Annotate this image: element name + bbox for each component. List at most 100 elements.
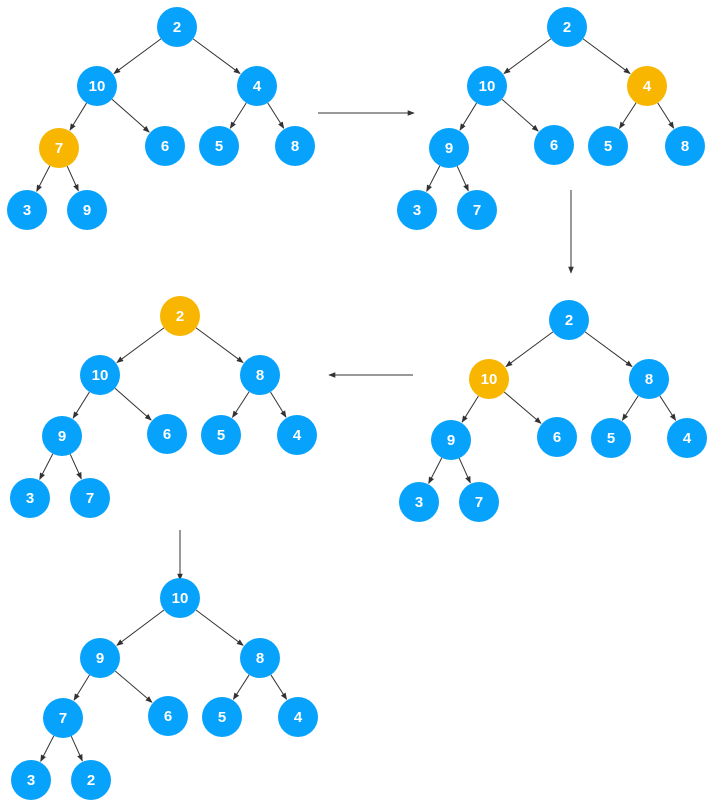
node-circle xyxy=(42,416,82,456)
tree-node: 4 xyxy=(277,415,317,455)
tree-node: 9 xyxy=(429,128,469,168)
tree-edge xyxy=(114,387,152,421)
node-circle xyxy=(275,126,315,166)
tree-edge xyxy=(232,674,250,700)
tree-node: 7 xyxy=(70,478,110,518)
tree-edge xyxy=(621,395,639,421)
tree-node: 2 xyxy=(71,760,111,800)
tree-edge xyxy=(40,735,55,762)
tree-node-highlighted: 7 xyxy=(39,128,79,168)
node-label: 5 xyxy=(607,430,615,447)
node-label: 9 xyxy=(447,432,455,449)
tree-node: 3 xyxy=(11,760,51,800)
node-label: 6 xyxy=(161,138,169,155)
node-circle xyxy=(240,355,280,395)
tree-node: 3 xyxy=(7,190,47,230)
node-label: 5 xyxy=(604,138,612,155)
node-circle xyxy=(11,760,51,800)
node-label: 9 xyxy=(83,202,91,219)
node-circle xyxy=(399,482,439,522)
node-label: 6 xyxy=(163,426,171,443)
tree-edge xyxy=(66,166,79,192)
node-label: 7 xyxy=(473,202,481,219)
node-label: 9 xyxy=(445,140,453,157)
tree-node: 10 xyxy=(160,578,200,618)
node-label: 10 xyxy=(481,371,498,388)
node-label: 10 xyxy=(172,590,189,607)
node-circle xyxy=(77,66,117,106)
node-label: 8 xyxy=(256,650,264,667)
tree-node-highlighted: 4 xyxy=(627,66,667,106)
tree-node: 5 xyxy=(202,697,242,737)
node-label: 3 xyxy=(26,490,34,507)
node-label: 7 xyxy=(55,140,63,157)
node-label: 4 xyxy=(294,709,303,726)
node-circle xyxy=(549,300,589,340)
tree-node: 5 xyxy=(588,126,628,166)
tree-edge xyxy=(270,391,287,418)
node-label: 10 xyxy=(92,367,109,384)
node-circle xyxy=(157,7,197,47)
tree-node: 9 xyxy=(80,638,120,678)
tree-node: 7 xyxy=(459,482,499,522)
node-circle xyxy=(147,414,187,454)
tree-node: 8 xyxy=(240,355,280,395)
node-circle xyxy=(160,296,200,336)
tree-edge xyxy=(232,391,250,418)
node-circle xyxy=(67,190,107,230)
tree-node: 2 xyxy=(549,300,589,340)
tree-edge xyxy=(582,38,631,74)
node-label: 2 xyxy=(176,308,184,325)
node-circle xyxy=(70,478,110,518)
node-label: 4 xyxy=(293,427,302,444)
tree-edge xyxy=(503,391,542,424)
tree-node: 7 xyxy=(457,190,497,230)
node-label: 8 xyxy=(291,138,299,155)
node-label: 4 xyxy=(643,78,652,95)
node-label: 3 xyxy=(415,494,423,511)
tree-edge xyxy=(456,166,469,192)
node-circle xyxy=(237,66,277,106)
node-circle xyxy=(277,415,317,455)
node-circle xyxy=(627,66,667,106)
node-label: 3 xyxy=(413,202,421,219)
node-circle xyxy=(145,126,185,166)
node-label: 6 xyxy=(550,137,558,154)
tree-edge xyxy=(36,165,51,192)
node-circle xyxy=(202,697,242,737)
node-label: 10 xyxy=(89,78,106,95)
tree-node: 5 xyxy=(201,415,241,455)
tree-node: 8 xyxy=(665,126,705,166)
node-circle xyxy=(80,638,120,678)
tree-edge xyxy=(116,327,165,363)
node-circle xyxy=(457,190,497,230)
node-label: 3 xyxy=(23,202,31,219)
tree-edge xyxy=(270,674,288,700)
node-circle xyxy=(10,478,50,518)
tree-edge xyxy=(229,102,247,129)
tree-node: 8 xyxy=(629,359,669,399)
tree-node-highlighted: 2 xyxy=(160,296,200,336)
tree-node: 3 xyxy=(397,190,437,230)
node-label: 7 xyxy=(59,710,67,727)
node-circle xyxy=(43,698,83,738)
node-label: 5 xyxy=(218,709,226,726)
node-circle xyxy=(199,126,239,166)
node-circle xyxy=(537,417,577,457)
node-circle xyxy=(201,415,241,455)
tree-edge xyxy=(428,457,443,484)
node-label: 5 xyxy=(215,138,223,155)
node-circle xyxy=(160,578,200,618)
tree-node: 6 xyxy=(537,417,577,457)
node-circle xyxy=(534,125,574,165)
tree-node: 4 xyxy=(278,697,318,737)
node-circle xyxy=(588,126,628,166)
node-label: 2 xyxy=(173,19,181,36)
node-label: 9 xyxy=(96,650,104,667)
node-circle xyxy=(469,359,509,399)
tree-edge xyxy=(458,458,471,484)
tree-edge xyxy=(195,327,244,363)
